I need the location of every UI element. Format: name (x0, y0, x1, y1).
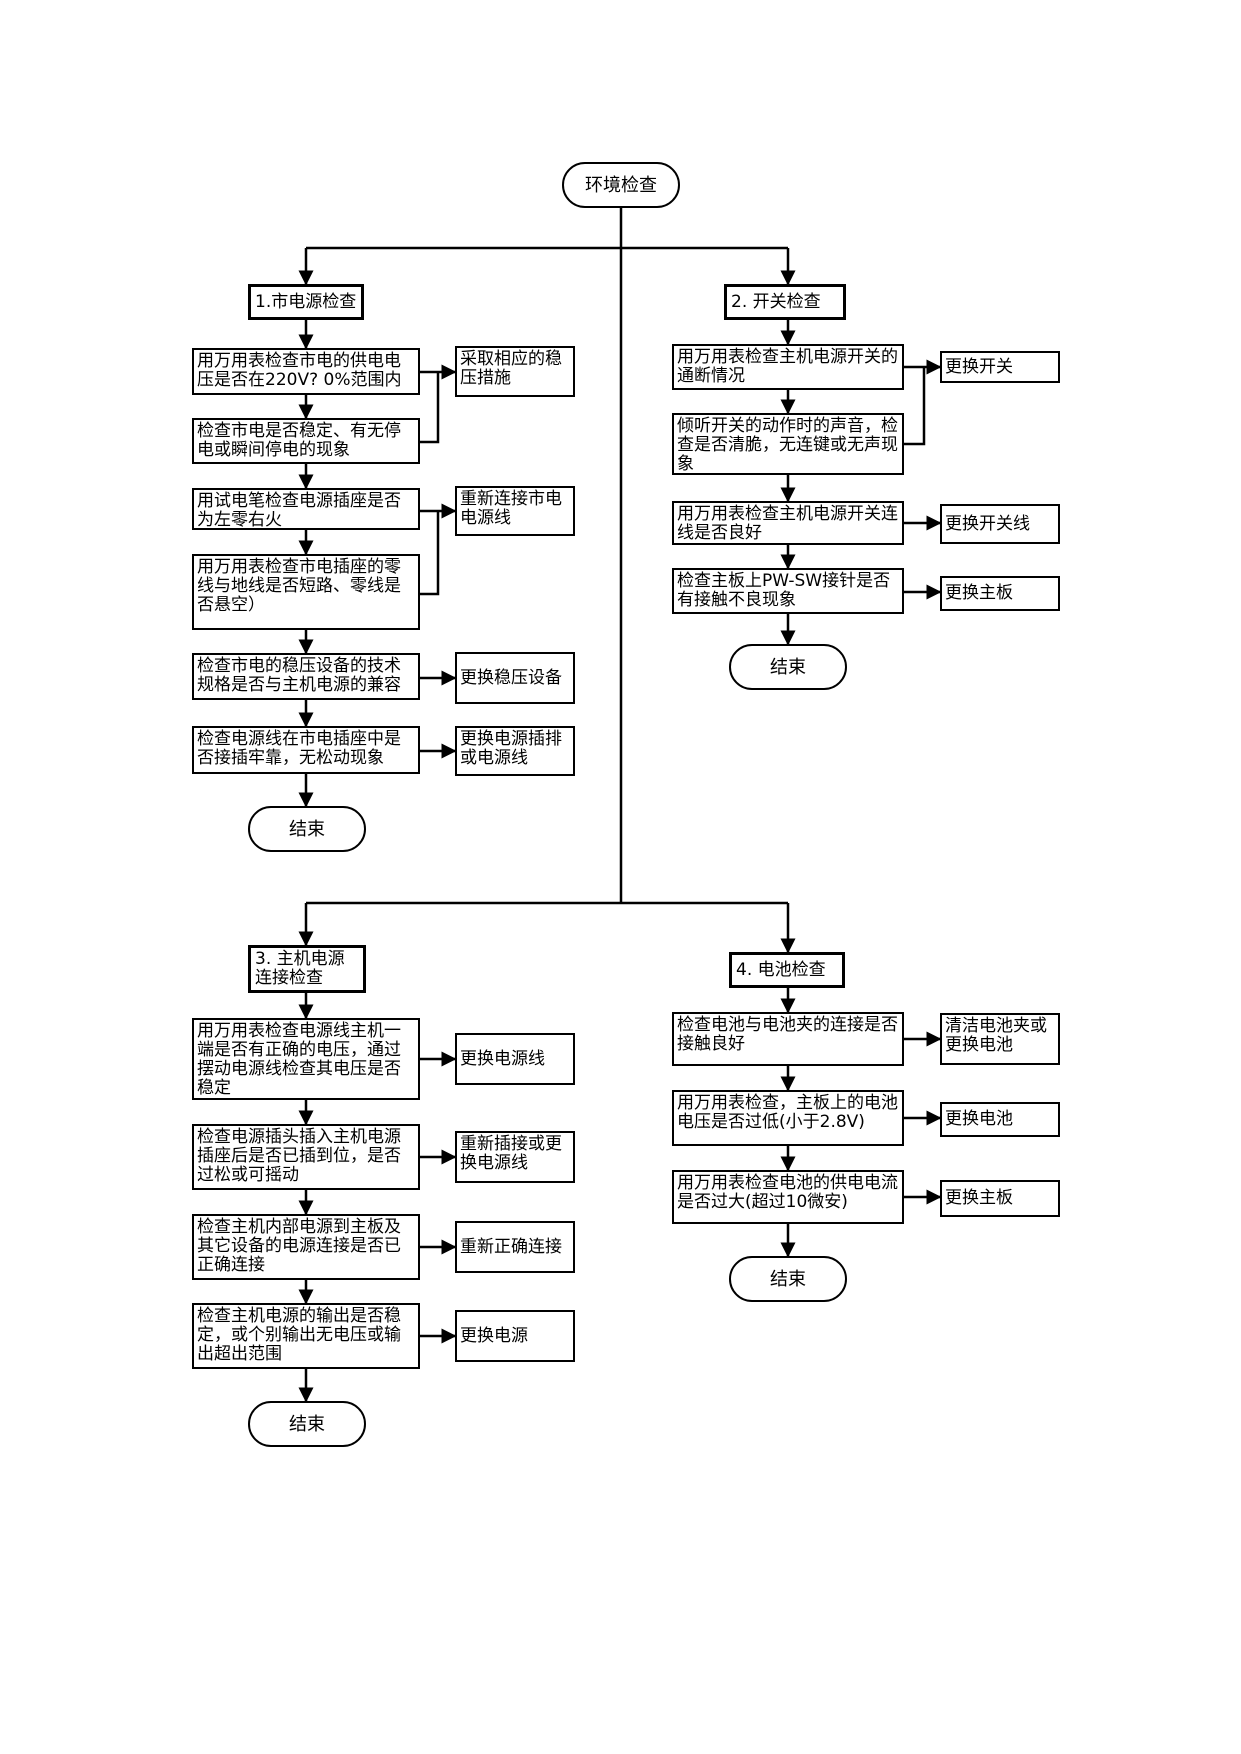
sec4-action3: 更换主板 (940, 1180, 1060, 1217)
sec1-end: 结束 (248, 806, 366, 852)
sec3-step4: 检查主机电源的输出是否稳定，或个别输出无电压或输出超出范围 (192, 1303, 420, 1369)
sec4-action2: 更换电池 (940, 1102, 1060, 1137)
sec1-title: 1.市电源检查 (248, 284, 364, 320)
sec1-action1: 采取相应的稳压措施 (455, 346, 575, 397)
sec4-step1: 检查电池与电池夹的连接是否接触良好 (672, 1012, 904, 1066)
sec1-step4: 用万用表检查市电插座的零线与地线是否短路、零线是否悬空） (192, 554, 420, 630)
sec2-action2: 更换开关线 (940, 504, 1060, 544)
start-node: 环境检查 (562, 162, 680, 208)
sec1-step3: 用试电笔检查电源插座是否为左零右火 (192, 488, 420, 530)
sec1-action2: 重新连接市电电源线 (455, 486, 575, 536)
sec3-step3: 检查主机内部电源到主板及其它设备的电源连接是否已正确连接 (192, 1214, 420, 1280)
sec3-action2: 重新插接或更换电源线 (455, 1131, 575, 1183)
sec2-step3: 用万用表检查主机电源开关连线是否良好 (672, 501, 904, 545)
sec4-title: 4. 电池检查 (729, 952, 845, 988)
sec1-action3: 更换稳压设备 (455, 652, 575, 704)
sec1-step1: 用万用表检查市电的供电电压是否在220V? 0%范围内 (192, 348, 420, 395)
sec1-step5: 检查市电的稳压设备的技术规格是否与主机电源的兼容 (192, 653, 420, 700)
sec3-action4: 更换电源 (455, 1310, 575, 1362)
sec3-step2: 检查电源插头插入主机电源插座后是否已插到位，是否过松或可摇动 (192, 1124, 420, 1190)
sec3-end: 结束 (248, 1401, 366, 1447)
sec3-action1: 更换电源线 (455, 1033, 575, 1085)
sec3-action3: 重新正确连接 (455, 1221, 575, 1273)
sec4-step2: 用万用表检查，主板上的电池电压是否过低(小于2.8V) (672, 1090, 904, 1146)
sec3-step1: 用万用表检查电源线主机一端是否有正确的电压，通过摆动电源线检查其电压是否稳定 (192, 1018, 420, 1100)
sec4-end: 结束 (729, 1256, 847, 1302)
sec1-action4: 更换电源插排或电源线 (455, 726, 575, 776)
sec2-action1: 更换开关 (940, 351, 1060, 383)
sec2-action3: 更换主板 (940, 576, 1060, 611)
sec4-action1: 清洁电池夹或更换电池 (940, 1013, 1060, 1065)
sec2-step1: 用万用表检查主机电源开关的通断情况 (672, 344, 904, 390)
sec2-end: 结束 (729, 644, 847, 690)
sec4-step3: 用万用表检查电池的供电电流是否过大(超过10微安) (672, 1170, 904, 1224)
sec1-step2: 检查市电是否稳定、有无停电或瞬间停电的现象 (192, 418, 420, 464)
sec2-step4: 检查主板上PW-SW接针是否有接触不良现象 (672, 568, 904, 614)
sec3-title: 3. 主机电源连接检查 (248, 945, 366, 993)
sec2-step2: 倾听开关的动作时的声音，检查是否清脆，无连键或无声现象 (672, 413, 904, 475)
sec2-title: 2. 开关检查 (724, 284, 846, 320)
sec1-step6: 检查电源线在市电插座中是否接插牢靠，无松动现象 (192, 726, 420, 774)
